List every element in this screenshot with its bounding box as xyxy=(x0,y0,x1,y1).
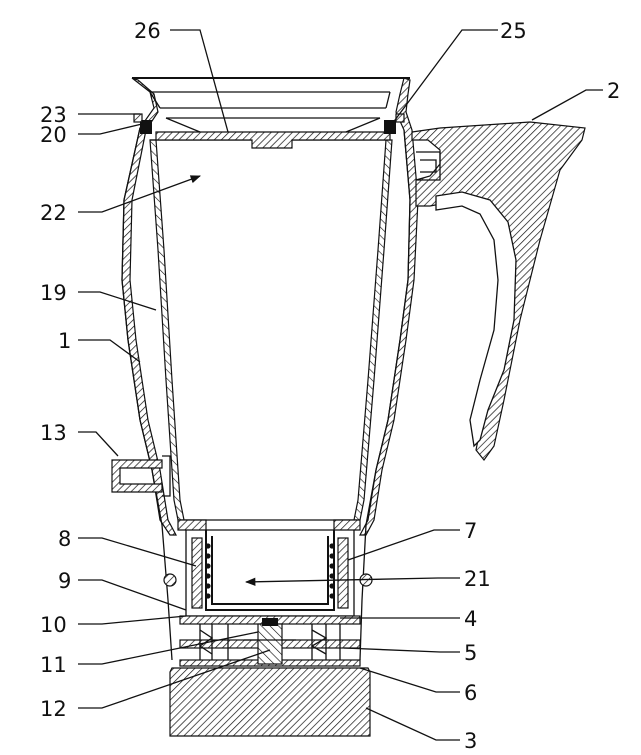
leader-lines xyxy=(78,29,603,741)
callout-1: 1 xyxy=(58,329,71,353)
callout-22: 22 xyxy=(40,201,67,225)
inner-jar xyxy=(149,139,393,531)
callout-11: 11 xyxy=(40,653,67,677)
callout-9: 9 xyxy=(58,569,71,593)
callout-8: 8 xyxy=(58,527,71,551)
callout-25: 25 xyxy=(500,19,527,43)
callout-5: 5 xyxy=(464,641,477,665)
seals xyxy=(133,113,405,134)
heating-cup xyxy=(163,529,373,617)
callout-20: 20 xyxy=(40,123,67,147)
callout-19: 19 xyxy=(40,281,67,305)
coil-left xyxy=(191,537,211,609)
coil-right xyxy=(329,537,349,609)
callout-labels: 26 25 2 23 20 22 19 1 13 8 7 9 21 10 4 1… xyxy=(40,19,620,753)
callout-23: 23 xyxy=(40,103,67,127)
base xyxy=(169,667,371,737)
callout-12: 12 xyxy=(40,697,67,721)
callout-3: 3 xyxy=(464,729,477,753)
callout-21: 21 xyxy=(464,567,491,591)
lid xyxy=(149,91,391,149)
callout-6: 6 xyxy=(464,681,477,705)
callout-7: 7 xyxy=(464,519,477,543)
callout-4: 4 xyxy=(464,607,477,631)
handle xyxy=(411,121,586,461)
callout-13: 13 xyxy=(40,421,67,445)
callout-2: 2 xyxy=(607,79,620,103)
callout-26: 26 xyxy=(134,19,161,43)
callout-10: 10 xyxy=(40,613,67,637)
base-assembly xyxy=(179,615,361,667)
nozzle xyxy=(111,455,171,497)
